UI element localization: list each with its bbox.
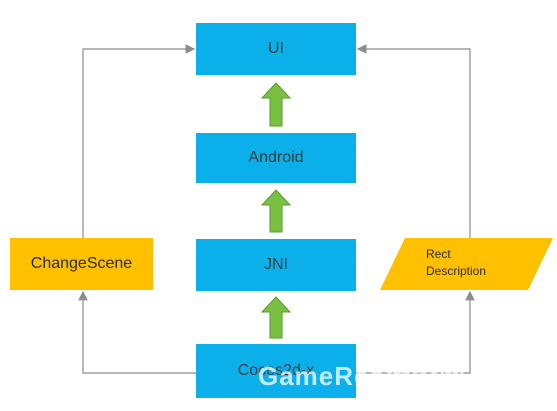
up-arrow-jni-to-android (260, 189, 292, 233)
android-node-label: Android (248, 149, 304, 166)
rect-description-label: Rect Description (426, 246, 536, 280)
changescene-node: ChangeScene (10, 238, 153, 290)
jni-node-label: JNI (264, 256, 288, 273)
up-arrow-android-to-ui (260, 82, 292, 127)
changescene-node-label: ChangeScene (30, 255, 133, 272)
jni-node: JNI (196, 239, 356, 291)
watermark: GameRes游资网 (258, 361, 466, 391)
cocos-node-label: Cocos2d-x (237, 362, 315, 379)
connector-cocos-to-rect (356, 290, 475, 374)
cocos-node: Cocos2d-x (196, 344, 356, 398)
rect-description-shape (380, 238, 553, 290)
rect-description-line1: Rect (426, 247, 451, 261)
connector-cocos-to-changescene (78, 290, 196, 374)
connector-changescene-to-ui (82, 44, 196, 238)
android-node: Android (196, 133, 356, 183)
ui-node: UI (196, 23, 356, 75)
connector-rect-to-ui (356, 44, 471, 238)
up-arrow-cocos-to-jni (260, 296, 292, 339)
ui-node-label: UI (268, 40, 284, 57)
rect-description-line2: Description (426, 264, 487, 278)
